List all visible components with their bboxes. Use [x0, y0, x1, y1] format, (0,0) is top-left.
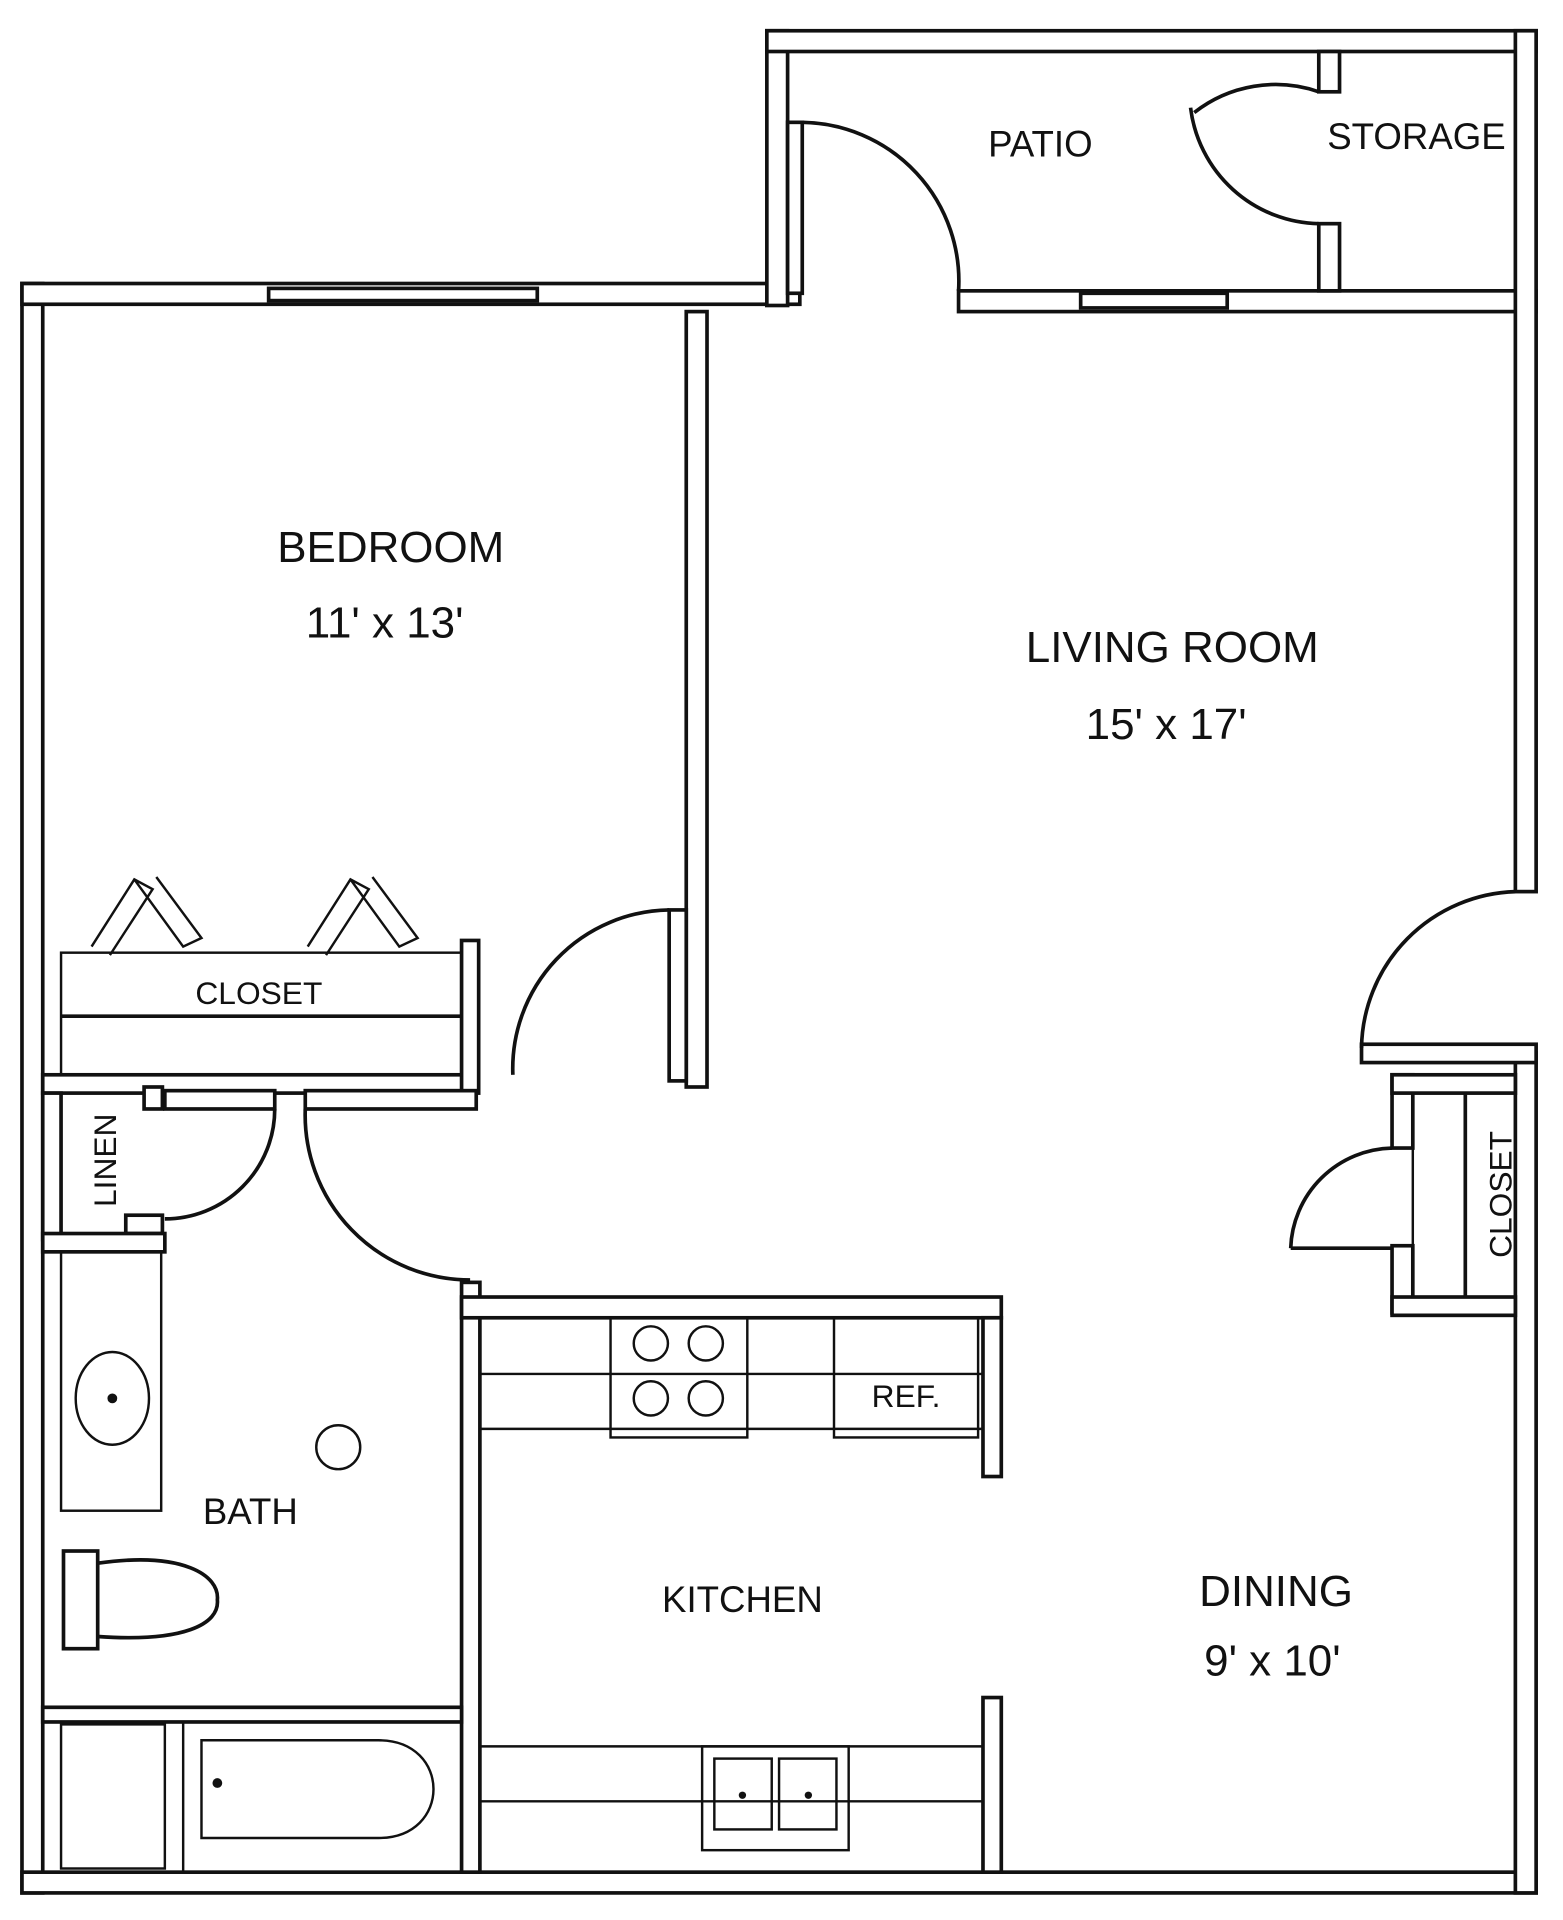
dining-size: 9' x 10': [1204, 1637, 1340, 1686]
dining-label: DINING: [1199, 1567, 1353, 1616]
kitchen-label: KITCHEN: [662, 1579, 823, 1620]
bedroom-closet-label: CLOSET: [195, 975, 322, 1011]
bath-fixtures: [59, 1250, 463, 1874]
windows: [266, 286, 1230, 310]
kitchen-fixtures: [479, 1316, 983, 1852]
bedroom-closet: [59, 876, 463, 1077]
living-closet: [1411, 1091, 1517, 1299]
bath-label: BATH: [203, 1491, 298, 1532]
living-closet-label: CLOSET: [1483, 1131, 1519, 1258]
linen-label: LINEN: [87, 1114, 123, 1207]
storage-label: STORAGE: [1327, 116, 1505, 157]
bedroom-size: 11' x 13': [306, 599, 464, 648]
refrigerator-label: REF.: [872, 1378, 941, 1414]
bedroom-label: BEDROOM: [277, 523, 504, 572]
patio-label: PATIO: [988, 124, 1092, 165]
living-room-label: LIVING ROOM: [1026, 623, 1319, 672]
doors: [164, 82, 1516, 1282]
living-room-size: 15' x 17': [1086, 700, 1247, 749]
